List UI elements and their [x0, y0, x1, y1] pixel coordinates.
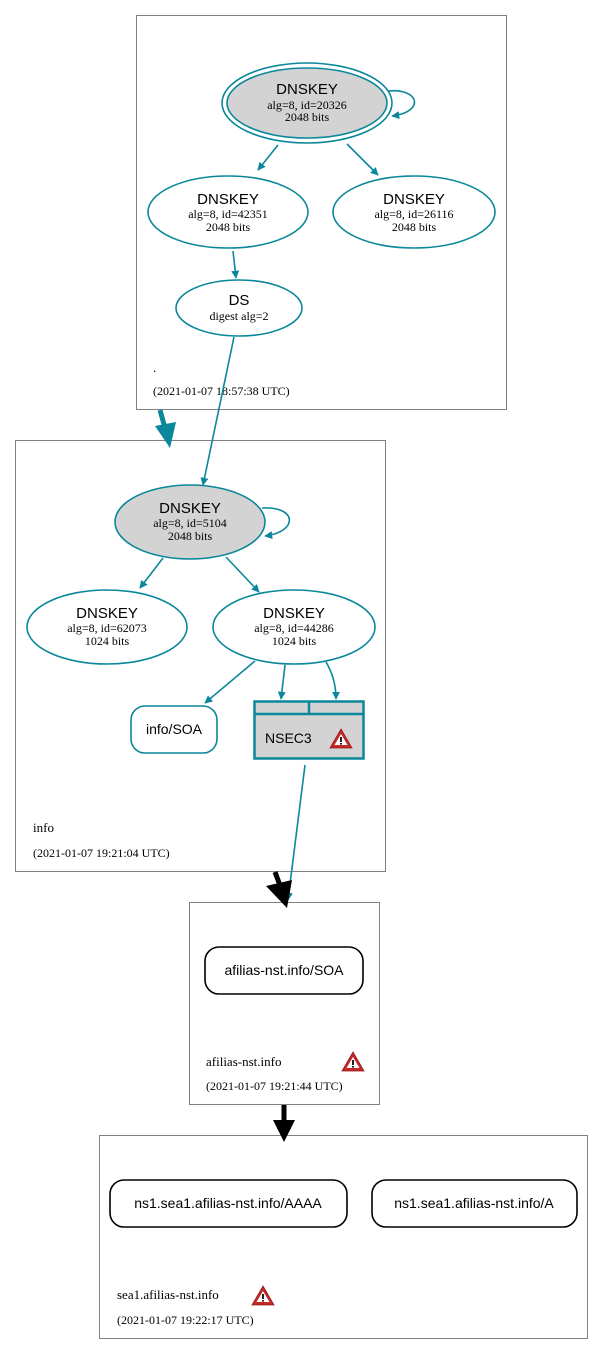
- node-label: ns1.sea1.afilias-nst.info/A: [394, 1195, 554, 1211]
- zone-cluster-afilias-nst-info: afilias-nst.info (2021-01-07 19:21:44 UT…: [189, 902, 380, 1105]
- zone-timestamp: (2021-01-07 19:22:17 UTC): [117, 1313, 254, 1327]
- node-label: NSEC3: [265, 730, 312, 746]
- edge-zsk-42351-to-ds: [231, 250, 240, 279]
- node-type: DS: [229, 292, 250, 309]
- zone-name: afilias-nst.info: [206, 1054, 281, 1069]
- zone-border: [15, 440, 386, 872]
- edge-zsk-44286-to-nsec3-b: [325, 661, 340, 700]
- zone-name: .: [153, 360, 156, 375]
- node-afilias-nst-info-soa[interactable]: afilias-nst.info/SOA: [204, 946, 364, 995]
- node-dnskey-5104[interactable]: DNSKEY alg=8, id=5104 2048 bits: [114, 484, 266, 560]
- node-label: afilias-nst.info/SOA: [224, 962, 344, 978]
- edge-zsk-44286-to-nsec3-a: [277, 664, 286, 700]
- node-detail: alg=8, id=62073: [67, 621, 147, 635]
- zone-name: info: [33, 820, 54, 835]
- edge-ds-to-info-ksk: [200, 336, 235, 486]
- node-info-soa[interactable]: info/SOA: [130, 705, 218, 754]
- arrowhead: [266, 880, 292, 908]
- node-type: DNSKEY: [383, 191, 445, 208]
- arrowhead: [155, 422, 176, 448]
- arrowhead: [273, 1120, 295, 1142]
- node-nsec3[interactable]: NSEC3: [253, 700, 365, 760]
- node-bits: 2048 bits: [285, 110, 330, 124]
- zone-border: [99, 1135, 588, 1339]
- node-dnskey-20326[interactable]: DNSKEY alg=8, id=20326 2048 bits: [221, 62, 393, 144]
- warning-icon[interactable]: [341, 1051, 365, 1072]
- node-type: DNSKEY: [276, 81, 338, 98]
- node-bits: 2048 bits: [168, 529, 213, 543]
- node-detail: alg=8, id=5104: [153, 516, 227, 530]
- edge-zsk-44286-to-info-soa: [204, 660, 256, 704]
- node-type: DNSKEY: [159, 500, 221, 517]
- node-detail: alg=8, id=44286: [254, 621, 334, 635]
- zone-cluster-sea1-afilias-nst-info: sea1.afilias-nst.info (2021-01-07 19:22:…: [99, 1135, 588, 1339]
- edge-self-sign-root-ksk: [387, 90, 416, 120]
- edge-root-ksk-to-zsk-26116: [346, 143, 379, 176]
- node-type: DNSKEY: [197, 191, 259, 208]
- node-bits: 1024 bits: [272, 634, 317, 648]
- zone-timestamp: (2021-01-07 18:57:38 UTC): [153, 384, 290, 398]
- warning-icon[interactable]: [251, 1285, 275, 1306]
- zone-timestamp: (2021-01-07 19:21:04 UTC): [33, 846, 170, 860]
- edge-self-sign-info-ksk: [261, 507, 291, 540]
- edges: [139, 90, 416, 901]
- delegation-edges: [155, 409, 295, 1142]
- node-dnskey-26116[interactable]: DNSKEY alg=8, id=26116 2048 bits: [332, 175, 496, 249]
- node-type: DNSKEY: [76, 605, 138, 622]
- node-label: ns1.sea1.afilias-nst.info/AAAA: [134, 1195, 322, 1211]
- zone-border: [136, 15, 507, 410]
- node-detail: alg=8, id=20326: [267, 98, 347, 112]
- node-detail: alg=8, id=42351: [188, 207, 268, 221]
- node-bits: 1024 bits: [85, 634, 130, 648]
- edge-info-ksk-to-zsk-62073: [139, 557, 164, 589]
- node-dnskey-62073[interactable]: DNSKEY alg=8, id=62073 1024 bits: [26, 589, 188, 665]
- node-type: DNSKEY: [263, 605, 325, 622]
- node-ns1-sea1-aaaa[interactable]: ns1.sea1.afilias-nst.info/AAAA: [109, 1179, 348, 1228]
- zone-border: [189, 902, 380, 1105]
- zone-name: sea1.afilias-nst.info: [117, 1287, 219, 1302]
- node-label: info/SOA: [146, 721, 203, 737]
- node-ns1-sea1-a[interactable]: ns1.sea1.afilias-nst.info/A: [371, 1179, 578, 1228]
- node-ds-info[interactable]: DS digest alg=2: [175, 279, 303, 337]
- zone-cluster-root: . (2021-01-07 18:57:38 UTC): [136, 15, 507, 410]
- node-detail: alg=8, id=26116: [374, 207, 453, 221]
- zone-timestamp: (2021-01-07 19:21:44 UTC): [206, 1079, 343, 1093]
- node-dnskey-42351[interactable]: DNSKEY alg=8, id=42351 2048 bits: [147, 175, 309, 249]
- node-detail: digest alg=2: [209, 309, 268, 323]
- zone-cluster-info: info (2021-01-07 19:21:04 UTC): [15, 440, 386, 872]
- edge-info-ksk-to-zsk-44286: [225, 556, 260, 593]
- node-bits: 2048 bits: [206, 220, 251, 234]
- node-bits: 2048 bits: [392, 220, 437, 234]
- node-dnskey-44286[interactable]: DNSKEY alg=8, id=44286 1024 bits: [212, 589, 376, 665]
- edge-nsec3-to-afilias-zone: [284, 764, 306, 901]
- edge-root-ksk-to-zsk-42351: [257, 144, 279, 171]
